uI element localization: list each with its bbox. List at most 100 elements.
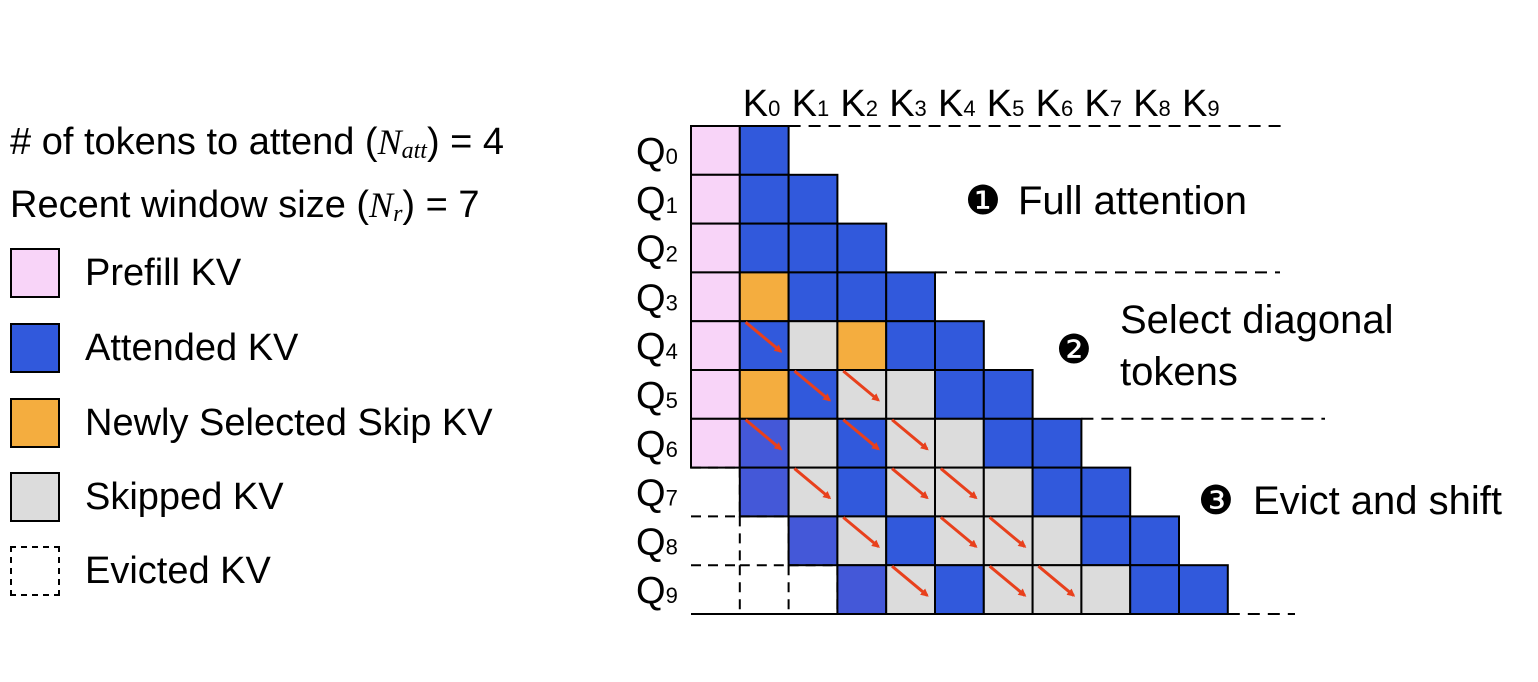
- attended-kv-cell: [787, 515, 839, 567]
- attended-kv-cell: [982, 417, 1034, 469]
- skipped-kv-cell: [934, 417, 985, 469]
- phase-1-number: ❶: [965, 178, 1001, 224]
- attended-kv-cell: [1031, 417, 1083, 469]
- evicted-kv-cell: [691, 564, 741, 614]
- prefill-kv-cell: [690, 320, 741, 372]
- skipped-kv-cell: [787, 417, 839, 469]
- shift-arrow: [842, 516, 880, 548]
- query-label: Q7: [636, 473, 678, 515]
- skipped-kv-cell: [885, 369, 937, 420]
- skipped-kv-cell: [982, 466, 1034, 518]
- shift-arrow: [988, 565, 1027, 597]
- attended-kv-cell: [738, 320, 790, 372]
- attended-kv-cell: [885, 515, 937, 567]
- tokens-to-attend-param: # of tokens to attend (Natt) = 4: [10, 121, 505, 164]
- skipped-kv-cell: [885, 564, 937, 616]
- evicted-swatch: [10, 546, 60, 596]
- prefill-kv-cell: [690, 125, 741, 176]
- legend-label: Skipped KV: [85, 476, 284, 518]
- skipped-kv-cell: [1031, 515, 1083, 567]
- shift-arrow: [891, 565, 929, 597]
- attended-kv-cell: [1080, 515, 1132, 567]
- phase-divider-lines: [691, 125, 1325, 615]
- legend-label: Attended KV: [85, 327, 299, 369]
- query-label: Q3: [636, 277, 678, 319]
- newly-selected-skip-kv-cell: [836, 320, 888, 372]
- prefill-kv-cell: [690, 417, 741, 469]
- parameters: # of tokens to attend (Natt) = 4 Recent …: [10, 115, 504, 241]
- skipped-kv-cell: [934, 515, 985, 567]
- skipped-kv-cell: [934, 466, 985, 518]
- skipped-kv-cell: [885, 466, 937, 518]
- query-label: Q9: [636, 570, 678, 612]
- query-label: Q5: [636, 375, 678, 417]
- attended-kv-cell: [836, 466, 888, 518]
- skipped-kv-cell: [982, 564, 1034, 616]
- shift-arrow: [793, 369, 832, 402]
- legend-label: Prefill KV: [85, 252, 242, 294]
- shift-arrow: [842, 418, 880, 451]
- newly-selected-skip-kv-cell: [738, 271, 790, 323]
- attended-kv-cell: [738, 173, 790, 225]
- key-label: K4: [938, 83, 976, 125]
- key-label: K7: [1084, 83, 1122, 125]
- skipped-kv-cell: [1031, 564, 1083, 616]
- shift-arrow: [891, 467, 929, 500]
- shift-arrow: [744, 418, 783, 451]
- phase-1-label: ❶ Full attention: [965, 178, 1247, 224]
- phase-3-text: Evict and shift: [1253, 479, 1502, 523]
- skipped-kv-cell: [982, 515, 1034, 567]
- phase-2-text-line1: Select diagonal: [1120, 298, 1394, 342]
- shift-arrow: [842, 369, 880, 402]
- attended-kv-cell: [836, 271, 888, 323]
- newly-selected-skip-swatch: [10, 398, 60, 448]
- query-label: Q1: [636, 180, 678, 222]
- attended-kv-cell: [885, 271, 937, 323]
- attended-kv-cell: [1178, 564, 1229, 616]
- shift-arrow: [793, 467, 832, 500]
- attended-kv-cell: [787, 222, 839, 274]
- attended-kv-cell: [982, 369, 1034, 420]
- shift-arrow: [1037, 565, 1076, 597]
- key-label: K0: [743, 83, 781, 125]
- phase-2-label: ❷ Select diagonal tokens: [1056, 298, 1394, 394]
- evicted-kv-cell: [691, 466, 741, 517]
- skipped-kv-cell: [836, 369, 888, 420]
- cells-layer: [690, 125, 1229, 616]
- evicted-kv-cell: [691, 515, 741, 566]
- prefill-swatch: [10, 248, 60, 298]
- shift-arrow: [891, 418, 929, 451]
- attended-kv-cell: [787, 369, 839, 420]
- attended-kv-cell: [934, 564, 985, 616]
- key-label: K6: [1036, 83, 1074, 125]
- phase-2-text-line2: tokens: [1120, 350, 1238, 394]
- attended-kv-cell: [934, 369, 985, 420]
- skipped-kv-cell: [1080, 564, 1132, 616]
- recent-window-param: Recent window size (Nr) = 7: [10, 184, 480, 227]
- attended-kv-cell: [1080, 466, 1132, 518]
- attended-kv-cell: [738, 125, 790, 176]
- shift-arrow: [939, 467, 978, 500]
- shift-arrow: [939, 516, 978, 548]
- phase-1-text: Full attention: [1018, 179, 1247, 223]
- attended-kv-cell: [787, 173, 839, 225]
- attended-swatch: [10, 323, 60, 373]
- phase-3-number: ❸: [1198, 478, 1234, 524]
- query-label: Q8: [636, 521, 678, 563]
- key-label: K9: [1182, 83, 1220, 125]
- key-label: K1: [792, 83, 830, 125]
- skipped-kv-cell: [885, 417, 937, 469]
- query-label: Q4: [636, 326, 678, 368]
- evicted-kv-cell: [739, 564, 790, 614]
- legend-label: Evicted KV: [85, 550, 271, 592]
- attended-kv-cell: [836, 417, 888, 469]
- key-label: K5: [987, 83, 1025, 125]
- phase-3-label: ❸ Evict and shift: [1198, 478, 1502, 524]
- skipped-kv-cell: [836, 515, 888, 567]
- attended-kv-cell: [836, 564, 888, 616]
- newly-selected-skip-kv-cell: [738, 369, 790, 420]
- shift-arrow: [744, 321, 783, 353]
